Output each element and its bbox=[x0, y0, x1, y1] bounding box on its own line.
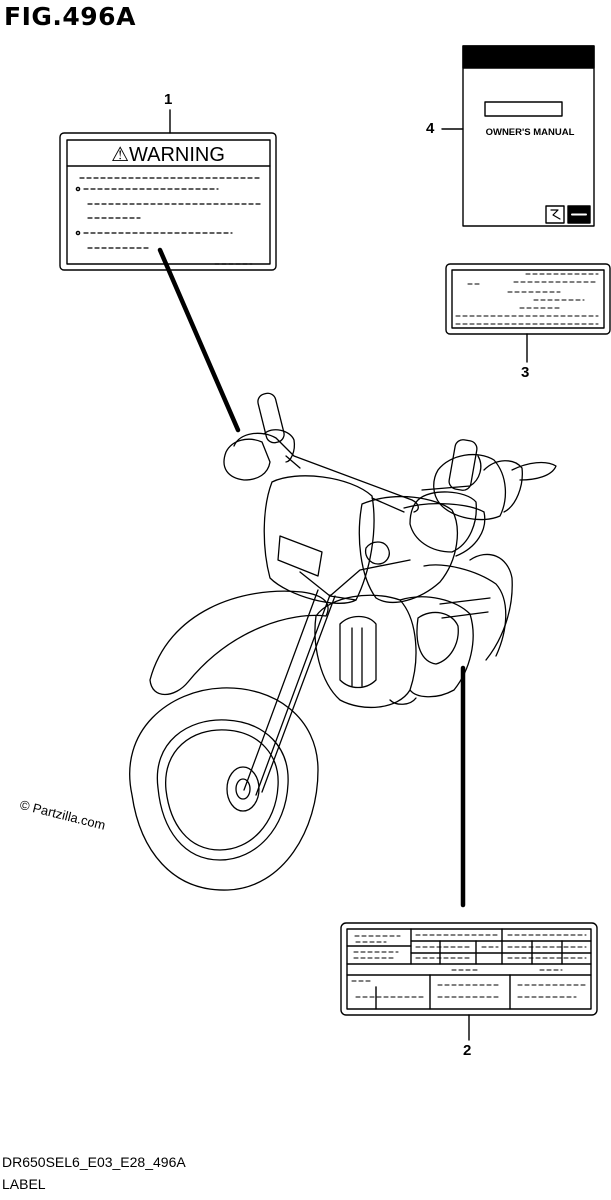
figure-title: FIG.496A bbox=[4, 2, 136, 31]
model-code: DR650SEL6_E03_E28_496A bbox=[2, 1154, 186, 1170]
callout-4: 4 bbox=[426, 120, 435, 137]
motorcycle-drawing bbox=[129, 392, 557, 891]
callout-2: 2 bbox=[463, 1042, 472, 1059]
callout-3: 3 bbox=[521, 364, 530, 381]
info-label-drawing bbox=[445, 263, 611, 363]
manual-title: OWNER'S MANUAL bbox=[486, 127, 575, 138]
warning-heading: ⚠WARNING bbox=[111, 144, 225, 166]
warning-label-drawing bbox=[59, 109, 277, 433]
owners-manual-drawing bbox=[441, 45, 595, 227]
callout-1: 1 bbox=[164, 91, 173, 108]
section-label: LABEL bbox=[2, 1176, 46, 1192]
tire-label-drawing bbox=[340, 665, 598, 1041]
